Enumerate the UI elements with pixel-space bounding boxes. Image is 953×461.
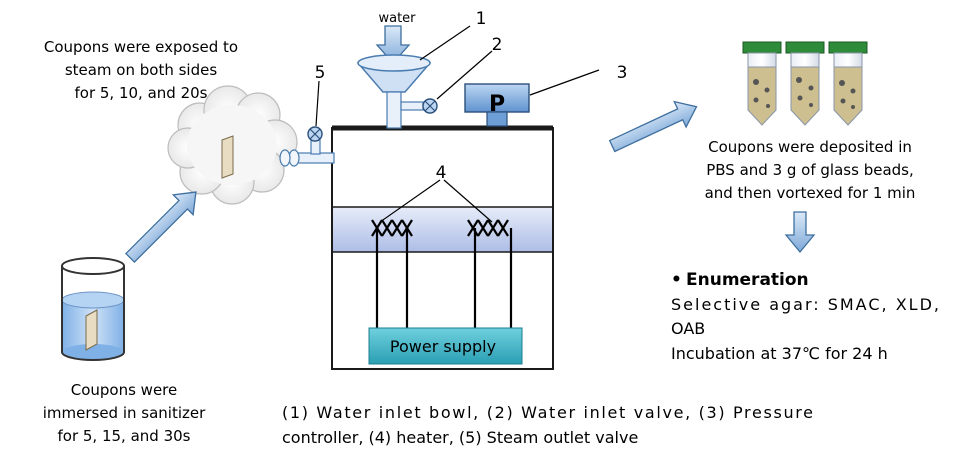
enumeration-line: Selective agar: SMAC, XLD, [671, 295, 939, 314]
tube-1 [742, 41, 782, 126]
water-inlet-arrow [375, 25, 411, 64]
water-inlet-valve [422, 98, 438, 114]
label-water: water [378, 11, 416, 26]
steam-outlet-pipe [279, 139, 335, 167]
arrow-tubes-to-enumeration [784, 211, 816, 254]
deposit-text: Coupons were deposited in PBS and 3 g of… [705, 138, 916, 202]
deposit-text-line: PBS and 3 g of glass beads, [706, 161, 914, 179]
power-supply-box [368, 327, 523, 365]
steam-text-line: Coupons were exposed to [44, 38, 238, 56]
coupon-in-sanitizer [85, 309, 98, 351]
enumeration-block: • Enumeration Selective agar: SMAC, XLD,… [671, 270, 939, 363]
callout-lines [315, 25, 600, 223]
water-inlet-bowl [356, 54, 432, 129]
pressure-p-label: P [489, 92, 505, 117]
enumeration-bullet: • [671, 270, 682, 290]
steam-outlet-valve [307, 126, 323, 142]
label-2: 2 [492, 35, 503, 55]
heater-band [333, 207, 552, 252]
tube-2 [785, 41, 825, 126]
coupon-in-steam [221, 135, 234, 179]
pressure-controller [464, 83, 530, 127]
legend: (1) Water inlet bowl, (2) Water inlet va… [282, 403, 813, 447]
tube-3 [828, 41, 868, 126]
steam-text-line: for 5, 10, and 20s [75, 84, 208, 102]
label-5: 5 [315, 63, 326, 83]
enumeration-title: Enumeration [686, 270, 809, 290]
label-3: 3 [617, 63, 628, 83]
legend-line: (1) Water inlet bowl, (2) Water inlet va… [282, 403, 813, 422]
arrow-vessel-to-tubes [608, 100, 698, 153]
sanitizer-beaker [61, 257, 125, 361]
label-4: 4 [436, 163, 447, 183]
enumeration-line: Incubation at 37℃ for 24 h [671, 344, 888, 363]
power-supply-label: Power supply [390, 337, 496, 356]
legend-line: controller, (4) heater, (5) Steam outlet… [282, 428, 638, 447]
enumeration-line: OAB [671, 319, 705, 338]
steam-text-line: steam on both sides [65, 61, 218, 79]
immersed-text-line: immersed in sanitizer [43, 404, 206, 422]
arrow-beaker-to-steam [125, 191, 197, 263]
sanitizer-immersion-text: Coupons were immersed in sanitizer for 5… [43, 381, 206, 445]
label-1: 1 [476, 9, 487, 29]
deposit-text-line: Coupons were deposited in [708, 138, 912, 156]
deposit-text-line: and then vortexed for 1 min [705, 184, 916, 202]
immersed-text-line: for 5, 15, and 30s [58, 427, 191, 445]
heater-left [371, 219, 413, 328]
steam-exposure-text: Coupons were exposed to steam on both si… [44, 38, 238, 102]
immersed-text-line: Coupons were [71, 381, 178, 399]
heater-right [467, 219, 513, 328]
